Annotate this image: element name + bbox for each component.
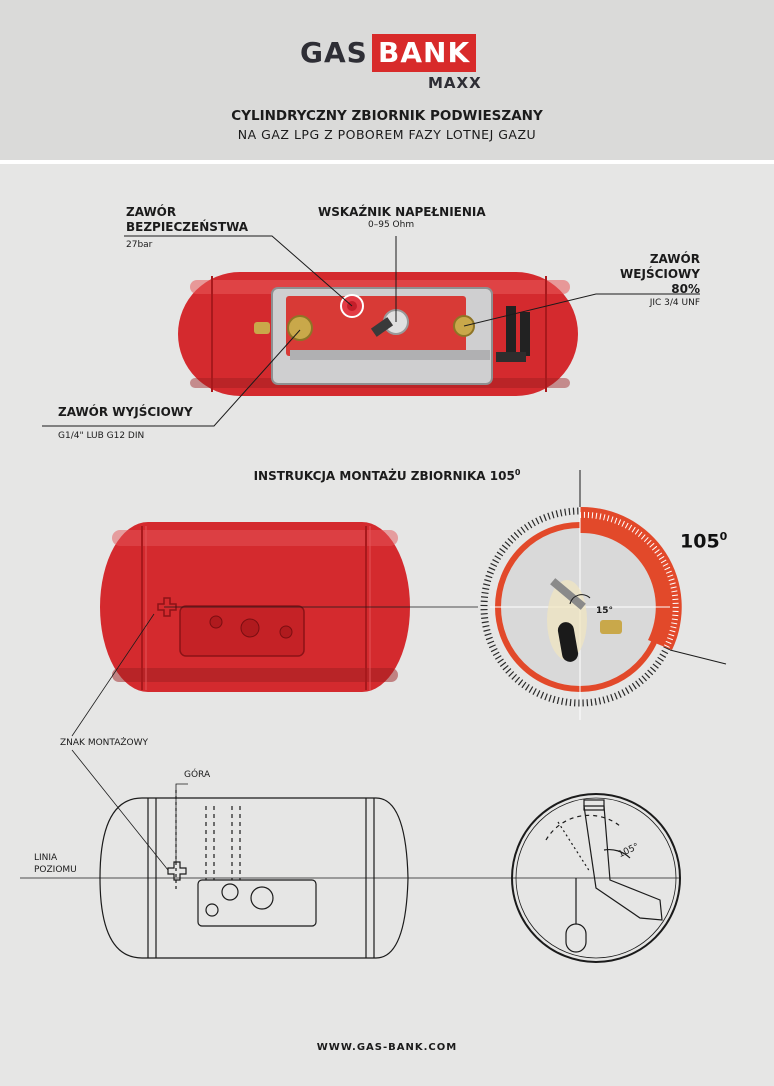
small-angle-label: 15° — [596, 606, 614, 616]
page-title: CYLINDRYCZNY ZBIORNIK PODWIESZANY — [231, 108, 543, 124]
level-line-label: LINIA POZIOMU — [34, 852, 77, 876]
safety-valve-label-line2: BEZPIECZEŃSTWA — [126, 220, 249, 234]
header-band — [0, 0, 774, 160]
angle-gauge — [480, 470, 727, 720]
fill-indicator-label: WSKAŹNIK NAPEŁNIENIA — [318, 205, 486, 219]
angle-value: 105 — [680, 530, 720, 553]
inlet-valve-label: ZAWÓR WEJŚCIOWY 80% — [590, 252, 700, 297]
top-label: GÓRA — [184, 770, 211, 780]
level-line-label-line1: LINIA — [34, 853, 58, 863]
technical-drawing — [20, 749, 681, 963]
logo-bank-text: BANK — [372, 34, 477, 72]
outlet-valve-thread: G1/4" LUB G12 DIN — [58, 431, 145, 441]
installation-title: INSTRUKCJA MONTAŻU ZBIORNIKA 1050 — [0, 468, 774, 483]
logo-maxx-text: MAXX — [428, 74, 482, 92]
logo-gas-text: GAS — [300, 36, 368, 69]
fill-indicator-range: 0–95 Ohm — [368, 220, 415, 230]
safety-valve-label: ZAWÓR BEZPIECZEŃSTWA — [126, 205, 248, 235]
inlet-valve-label-line1: ZAWÓR — [649, 252, 700, 266]
safety-valve-pressure: 27bar — [126, 240, 153, 250]
angle-sup: 0 — [719, 530, 728, 543]
installation-title-sup: 0 — [514, 468, 521, 477]
installation-title-text: INSTRUKCJA MONTAŻU ZBIORNIKA 105 — [253, 469, 515, 483]
top-tank-image — [178, 272, 578, 396]
inlet-valve-thread: JIC 3/4 UNF — [649, 298, 700, 308]
level-line-label-line2: POZIOMU — [34, 865, 77, 875]
outlet-valve-label: ZAWÓR WYJŚCIOWY — [58, 405, 193, 419]
mount-mark-leader-top — [71, 613, 155, 737]
footer-url[interactable]: WWW.GAS-BANK.COM — [316, 1042, 458, 1053]
mount-mark-label: ZNAK MONTAŻOWY — [60, 738, 149, 748]
header-divider — [0, 160, 774, 164]
top-callout-lines — [42, 235, 700, 427]
gas-bank-logo: GAS BANK MAXX — [300, 34, 482, 94]
inlet-valve-label-line2: WEJŚCIOWY 80% — [620, 267, 700, 296]
page-subtitle: NA GAZ LPG Z POBOREM FAZY LOTNEJ GAZU — [237, 127, 537, 142]
angle-label: 1050 — [680, 530, 727, 552]
safety-valve-label-line1: ZAWÓR — [126, 205, 177, 219]
